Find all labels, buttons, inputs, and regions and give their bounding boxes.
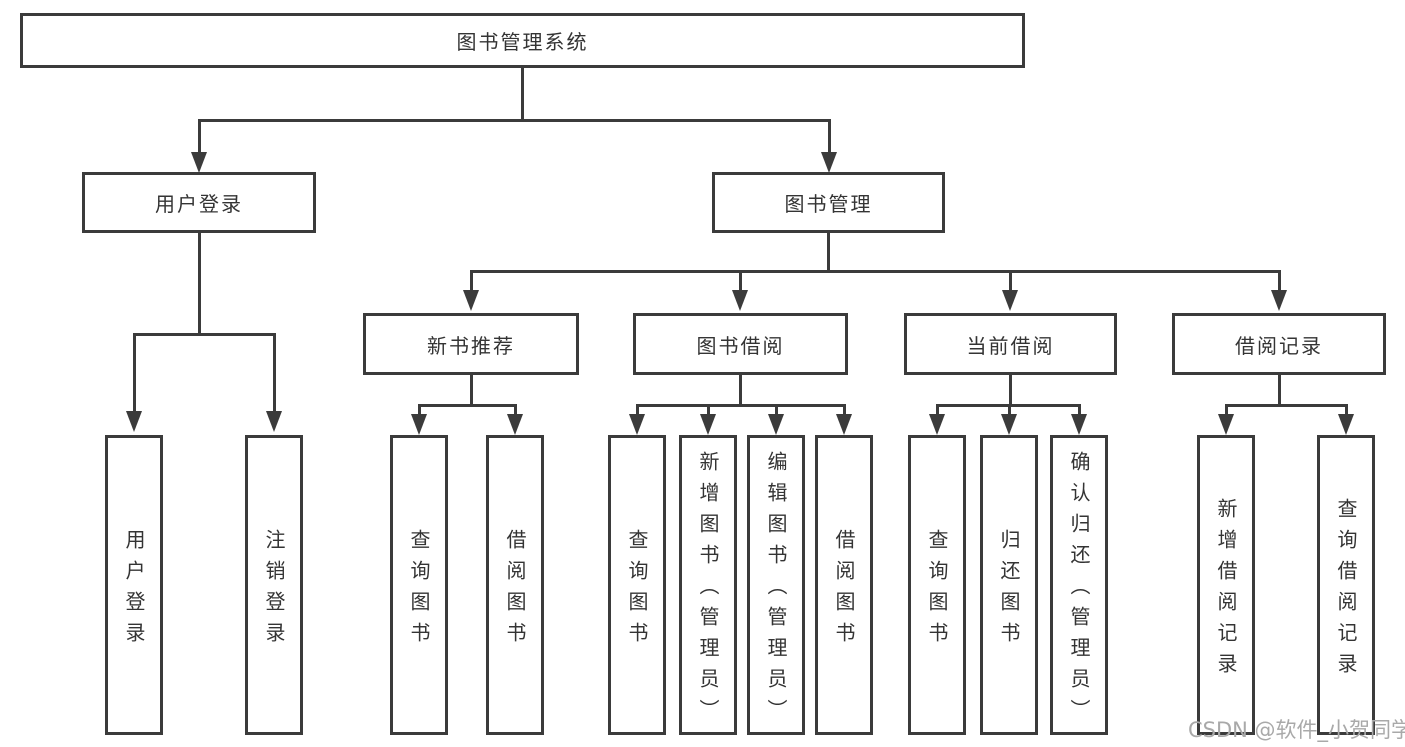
connector-drop [707, 404, 710, 416]
arrow-down-icon [768, 414, 784, 435]
arrow-down-icon [507, 414, 523, 435]
connector-borrowing-stem [739, 375, 742, 407]
connector-drop-new-book-recommend [470, 270, 473, 292]
leaf-query-books-recommend: 查询图书 [390, 435, 448, 735]
node-root-library-system: 图书管理系统 [20, 13, 1025, 68]
arrow-down-icon [836, 414, 852, 435]
arrow-down-icon [1338, 414, 1354, 435]
node-current-borrowing: 当前借阅 [904, 313, 1117, 375]
node-user-login: 用户登录 [82, 172, 316, 233]
leaf-query-books-current: 查询图书 [908, 435, 966, 735]
arrow-down-icon [1271, 290, 1287, 311]
connector-records-stem [1278, 375, 1281, 407]
leaf-query-borrow-record: 查询借阅记录 [1317, 435, 1375, 735]
connector-current-stem [1009, 375, 1012, 407]
arrow-down-icon [1002, 290, 1018, 311]
leaf-logout: 注销登录 [245, 435, 303, 735]
arrow-down-icon [191, 152, 207, 173]
leaf-add-borrow-record: 新增借阅记录 [1197, 435, 1255, 735]
arrow-down-icon [463, 290, 479, 311]
connector-drop [843, 404, 846, 416]
connector-recommend-stem [470, 375, 473, 407]
connector-borrowing-bar [636, 404, 845, 407]
connector-drop [775, 404, 778, 416]
connector-level2-bar [198, 119, 831, 122]
connector-user-login-stem [198, 233, 201, 335]
connector-drop-leaf-user-login [133, 333, 136, 412]
arrow-down-icon [629, 414, 645, 435]
connector-book-management-stem [827, 233, 830, 272]
arrow-down-icon [929, 414, 945, 435]
arrow-down-icon [700, 414, 716, 435]
leaf-query-books-borrowing: 查询图书 [608, 435, 666, 735]
connector-records-bar [1225, 404, 1347, 407]
leaf-return-books: 归还图书 [980, 435, 1038, 735]
connector-user-login-bar [133, 333, 276, 336]
arrow-down-icon [1218, 414, 1234, 435]
arrow-down-icon [126, 411, 142, 432]
arrow-down-icon [821, 152, 837, 173]
connector-level3-bar [470, 270, 1280, 273]
leaf-user-login: 用户登录 [105, 435, 163, 735]
connector-drop-current-borrowing [1009, 270, 1012, 292]
connector-drop [936, 404, 939, 416]
arrow-down-icon [732, 290, 748, 311]
connector-drop [1345, 404, 1348, 416]
connector-drop-user-login [198, 119, 201, 153]
arrow-down-icon [411, 414, 427, 435]
csdn-watermark: CSDN @软件_小贺同学 [1188, 718, 1405, 742]
arrow-down-icon [1071, 414, 1087, 435]
node-book-management: 图书管理 [712, 172, 945, 233]
connector-drop [1008, 404, 1011, 416]
connector-drop [636, 404, 639, 416]
leaf-edit-books-admin: 编辑图书（管理员） [747, 435, 805, 735]
arrow-down-icon [266, 411, 282, 432]
leaf-borrow-books-borrowing: 借阅图书 [815, 435, 873, 735]
connector-drop [418, 404, 421, 416]
leaf-borrow-books-recommend: 借阅图书 [486, 435, 544, 735]
leaf-add-books-admin: 新增图书（管理员） [679, 435, 737, 735]
connector-drop [1078, 404, 1081, 416]
node-book-borrowing: 图书借阅 [633, 313, 848, 375]
connector-recommend-bar [418, 404, 517, 407]
arrow-down-icon [1001, 414, 1017, 435]
leaf-confirm-return-admin: 确认归还（管理员） [1050, 435, 1108, 735]
connector-drop-borrowing-records [1278, 270, 1281, 292]
node-borrowing-records: 借阅记录 [1172, 313, 1386, 375]
connector-drop [514, 404, 517, 416]
connector-drop [1225, 404, 1228, 416]
connector-drop-leaf-logout [273, 333, 276, 412]
connector-drop-book-borrowing [739, 270, 742, 292]
connector-root-stem [521, 68, 524, 120]
connector-drop-book-management [828, 119, 831, 153]
node-new-book-recommend: 新书推荐 [363, 313, 579, 375]
